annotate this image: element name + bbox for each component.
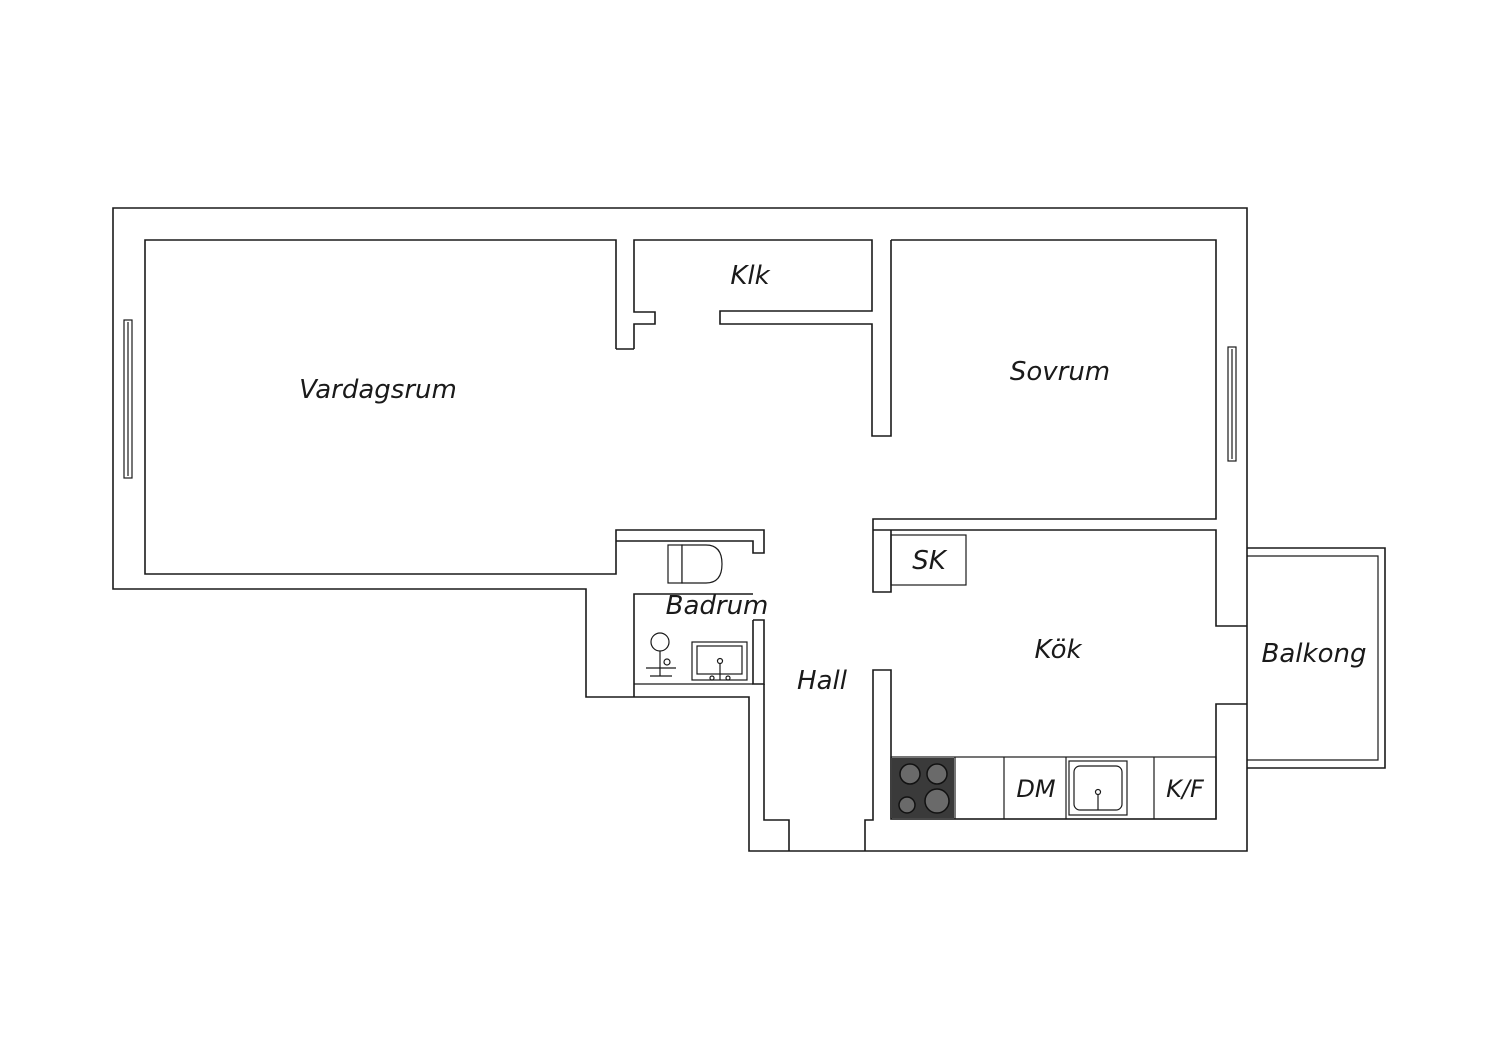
closet-walls [633, 239, 892, 437]
room-label-hall: Hall [797, 666, 848, 696]
window-bedroom [1227, 346, 1237, 462]
balcony-rail [1247, 555, 1379, 761]
kitchen-walls [873, 529, 1247, 627]
room-label-closet: Klk [730, 261, 770, 291]
room-label-wardrobe: SK [912, 546, 948, 576]
window-living [123, 319, 133, 479]
balcony-outline [1247, 547, 1386, 769]
shower-icon [646, 632, 676, 677]
toilet-icon [667, 544, 723, 584]
stove-icon [892, 758, 954, 818]
kitchen-walls-lower [864, 669, 1247, 851]
dishwasher-label: DM [1016, 775, 1055, 803]
room-label-bedroom: Sovrum [1010, 357, 1110, 387]
wardrobe-walls [872, 530, 892, 593]
hall-wall-lower [763, 684, 790, 851]
room-label-balcony: Balkong [1262, 639, 1367, 669]
outer-wall [112, 207, 1248, 852]
kitchen-sink-icon [1068, 760, 1128, 816]
room-label-kitchen: Kök [1034, 635, 1082, 665]
bedroom-walls [872, 239, 1217, 530]
wardrobe [890, 534, 967, 586]
room-label-bathroom: Badrum [666, 591, 769, 621]
hall-west-wall [752, 619, 765, 685]
living-room-walls [144, 239, 620, 575]
room-label-living: Vardagsrum [299, 375, 457, 405]
bathroom-walls-inner [633, 593, 753, 697]
bathroom-walls [616, 529, 765, 554]
bathroom-sink-icon [691, 641, 748, 681]
kitchen-counter [890, 756, 1217, 820]
fridge-freezer-label: K/F [1166, 775, 1205, 803]
